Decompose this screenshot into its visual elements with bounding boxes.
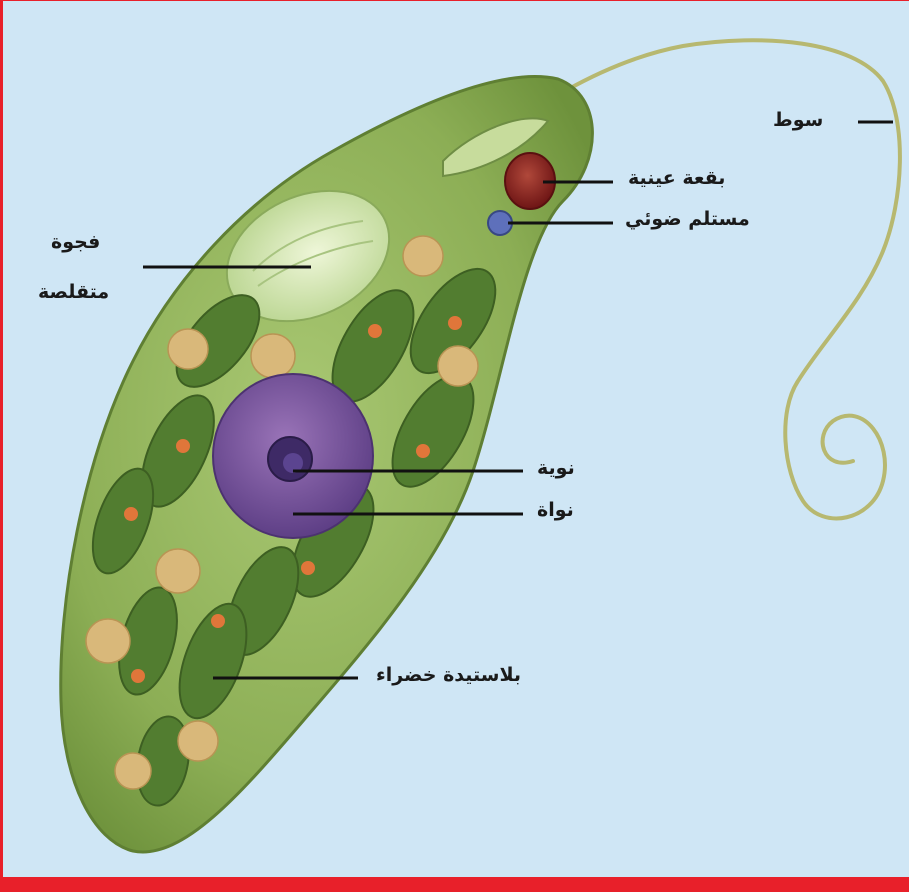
label-nucleolus: نوية [537,459,575,478]
euglena-illustration [3,1,909,892]
bottom-bar [0,877,909,892]
label-vacuole-line2: متقلصة [38,283,109,302]
label-vacuole-line1: فجوة [51,233,100,252]
label-eyespot: بقعة عينية [628,169,725,188]
label-nucleus: نواة [537,501,574,520]
label-photoreceptor: مستلم ضوئي [625,210,750,229]
label-flagellum: سوط [773,111,823,130]
label-chloroplast: بلاستيدة خضراء [376,666,521,685]
